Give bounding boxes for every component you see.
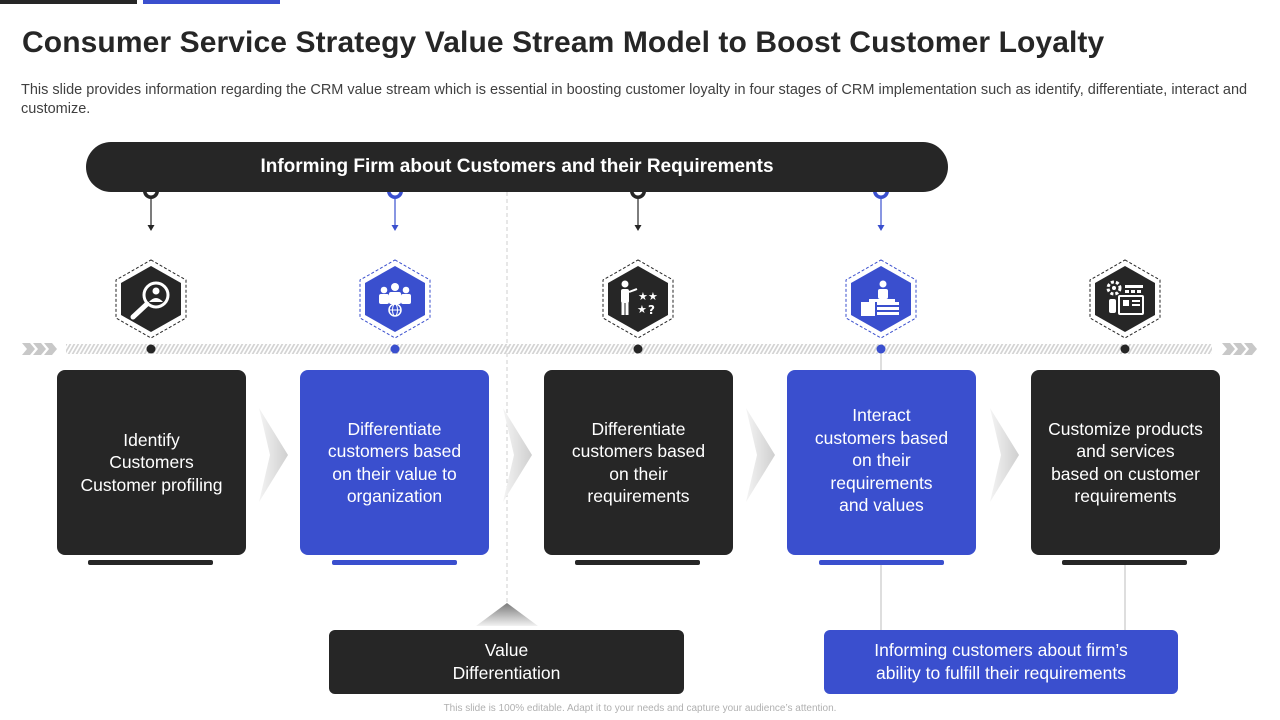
page-title: Consumer Service Strategy Value Stream M… <box>22 26 1105 59</box>
stage-4-label: Interact customers based on their requir… <box>814 405 949 515</box>
banner-label: Informing Firm about Customers and their… <box>260 156 774 177</box>
svg-text:?: ? <box>648 303 655 317</box>
stage-5-underline <box>1062 560 1187 565</box>
banner-informing-firm: Informing Firm about Customers and their… <box>86 142 948 192</box>
stage-box-identify: Identify Customers Customer profiling <box>57 370 246 555</box>
timeline-end-chevrons <box>1222 343 1257 355</box>
gear-dashboard-icon <box>1106 280 1144 315</box>
stage-3-label: Differentiate customers based on their r… <box>571 418 706 507</box>
value-differentiation-box: Value Differentiation <box>329 630 684 694</box>
stage-box-interact: Interact customers based on their requir… <box>787 370 976 555</box>
stage-box-differentiate-value: Differentiate customers based on their v… <box>300 370 489 555</box>
separator-chevron-1 <box>259 408 288 502</box>
svg-text:★: ★ <box>637 303 647 316</box>
separator-chevron-3 <box>746 408 775 502</box>
stage-4-hex <box>841 259 921 339</box>
separator-chevron-4 <box>990 408 1019 502</box>
stage-box-differentiate-requirements: Differentiate customers based on their r… <box>544 370 733 555</box>
top-accent-blue <box>143 0 280 4</box>
value-differentiation-label: Value Differentiation <box>452 640 561 683</box>
svg-text:★: ★ <box>648 290 658 303</box>
stage-4-underline <box>819 560 944 565</box>
stage-5-hex <box>1085 259 1165 339</box>
informing-customers-label: Informing customers about firm’s ability… <box>874 640 1128 683</box>
person-rating-icon: ★ ★ ★ ? <box>621 280 658 317</box>
svg-text:★: ★ <box>638 290 648 303</box>
separator-chevron-2 <box>503 408 532 502</box>
stage-5-label: Customize products and services based on… <box>1048 418 1203 507</box>
stage-3-underline <box>575 560 700 565</box>
team-globe-icon <box>379 283 411 317</box>
stage-3-hex: ★ ★ ★ ? <box>598 259 678 339</box>
stage-1-underline <box>88 560 213 565</box>
page-subtitle: This slide provides information regardin… <box>21 82 1248 117</box>
stage-1-label: Identify Customers Customer profiling <box>80 429 223 495</box>
top-accent-dark <box>0 0 137 4</box>
magnifier-person-icon <box>130 281 170 320</box>
stage-2-hex <box>355 259 435 339</box>
stage-2-underline <box>332 560 457 565</box>
timeline-start-chevrons <box>22 343 57 355</box>
value-pointer-triangle <box>476 603 538 626</box>
presenter-podium-icon <box>861 280 899 316</box>
stage-2-label: Differentiate customers based on their v… <box>327 418 462 507</box>
stage-box-customize: Customize products and services based on… <box>1031 370 1220 555</box>
informing-customers-box: Informing customers about firm’s ability… <box>824 630 1178 694</box>
stage-1-hex <box>111 259 191 339</box>
footer-note: This slide is 100% editable. Adapt it to… <box>443 703 837 714</box>
